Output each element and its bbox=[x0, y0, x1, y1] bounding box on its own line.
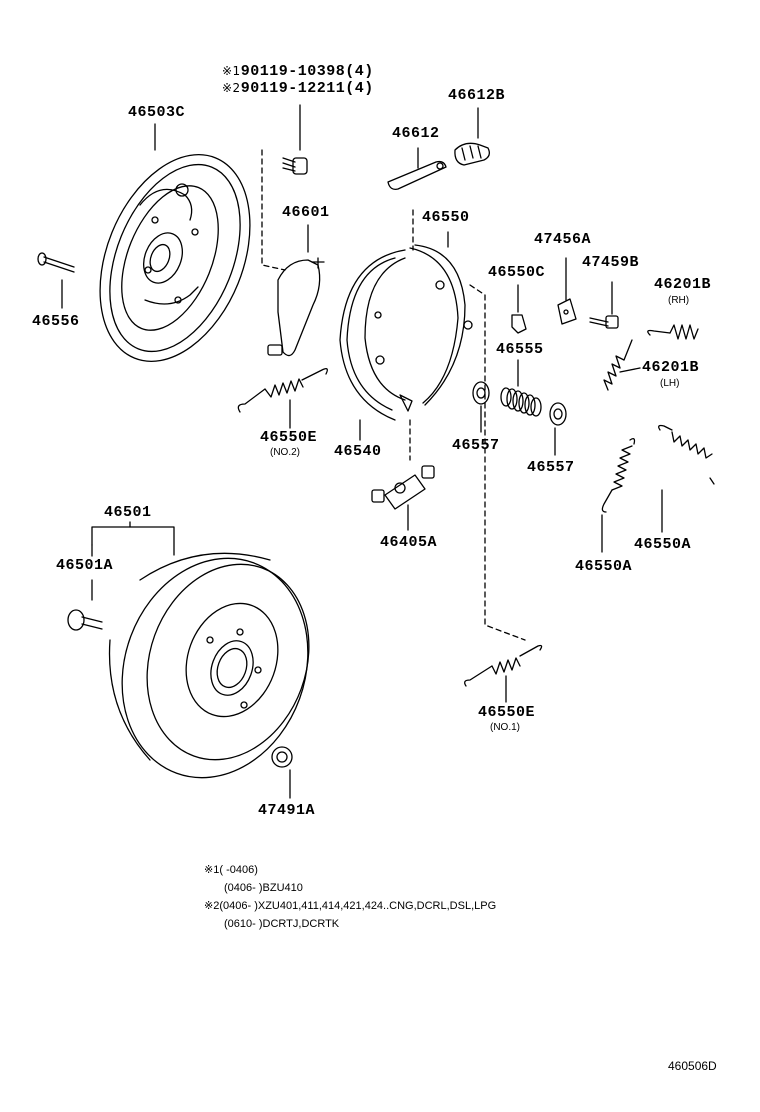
label-46556: 46556 bbox=[32, 313, 80, 330]
cap-46557-a-drawing bbox=[472, 381, 490, 405]
plate-47456A-drawing bbox=[557, 298, 577, 325]
label-90119-10398: ※190119-10398(4) bbox=[222, 63, 374, 80]
brake-shoe-drawing bbox=[339, 244, 473, 421]
clip-46550C-drawing bbox=[511, 314, 527, 334]
label-47456A: 47456A bbox=[534, 231, 592, 248]
label-46201B-lh-side: (LH) bbox=[660, 378, 680, 389]
brake-drum-drawing bbox=[108, 552, 310, 779]
bolt-46501A-drawing bbox=[67, 609, 103, 631]
bolt-90119-drawing bbox=[282, 157, 308, 175]
note-4: (0610- )DCRTJ,DCRTK bbox=[224, 918, 340, 930]
spring-46201B-lh-drawing bbox=[603, 339, 641, 391]
spring-46550E-no1-drawing bbox=[464, 644, 543, 687]
label-46550C: 46550C bbox=[488, 264, 546, 281]
label-46557-b: 46557 bbox=[527, 459, 575, 476]
label-46601: 46601 bbox=[282, 204, 330, 221]
bolt-46556-drawing bbox=[37, 252, 75, 273]
label-46550E-no1: 46550E bbox=[478, 704, 536, 721]
label-46550E-no1-number: (NO.1) bbox=[490, 722, 520, 733]
label-46540: 46540 bbox=[334, 443, 382, 460]
label-46501: 46501 bbox=[104, 504, 152, 521]
strut-46612-drawing bbox=[387, 160, 447, 190]
label-46550E-no2-number: (NO.2) bbox=[270, 447, 300, 458]
label-46550: 46550 bbox=[422, 209, 470, 226]
note-2: (0406- )BZU410 bbox=[224, 882, 303, 894]
label-46555: 46555 bbox=[496, 341, 544, 358]
label-47459B: 47459B bbox=[582, 254, 640, 271]
spring-46201B-rh-drawing bbox=[647, 324, 699, 340]
label-46501A: 46501A bbox=[56, 557, 114, 574]
spring-46550A-mid-drawing bbox=[601, 438, 636, 513]
backing-plate-drawing bbox=[99, 154, 251, 362]
note-3: ※2(0406- )XZU401,411,414,421,424..CNG,DC… bbox=[204, 900, 497, 912]
wheel-cylinder-drawing bbox=[371, 465, 435, 510]
label-46612B: 46612B bbox=[448, 87, 506, 104]
label-46201B-rh-side: (RH) bbox=[668, 295, 690, 306]
label-46550E-no2: 46550E bbox=[260, 429, 318, 446]
label-47491A: 47491A bbox=[258, 802, 316, 819]
label-46201B-rh: 46201B bbox=[654, 276, 712, 293]
spring-46550E-no2-drawing bbox=[237, 368, 328, 413]
label-46550A-mid: 46550A bbox=[575, 558, 633, 575]
bolt-47459B-drawing bbox=[589, 315, 619, 329]
cap-46557-b-drawing bbox=[549, 402, 567, 426]
figure-reference: 460506D bbox=[668, 1059, 717, 1073]
label-46405A: 46405A bbox=[380, 534, 438, 551]
spring-46550A-right-drawing bbox=[658, 424, 715, 485]
plug-47491A-drawing bbox=[271, 746, 293, 768]
label-46201B-lh: 46201B bbox=[642, 359, 700, 376]
label-46612: 46612 bbox=[392, 125, 440, 142]
pin-46612B-drawing bbox=[454, 142, 490, 166]
lever-46601-drawing bbox=[267, 257, 325, 357]
label-46503C: 46503C bbox=[128, 104, 186, 121]
label-46557-a: 46557 bbox=[452, 437, 500, 454]
label-90119-12211: ※290119-12211(4) bbox=[222, 80, 374, 97]
spring-46555-drawing bbox=[500, 387, 542, 417]
label-46550A-right: 46550A bbox=[634, 536, 692, 553]
note-1: ※1( -0406) bbox=[204, 864, 258, 876]
